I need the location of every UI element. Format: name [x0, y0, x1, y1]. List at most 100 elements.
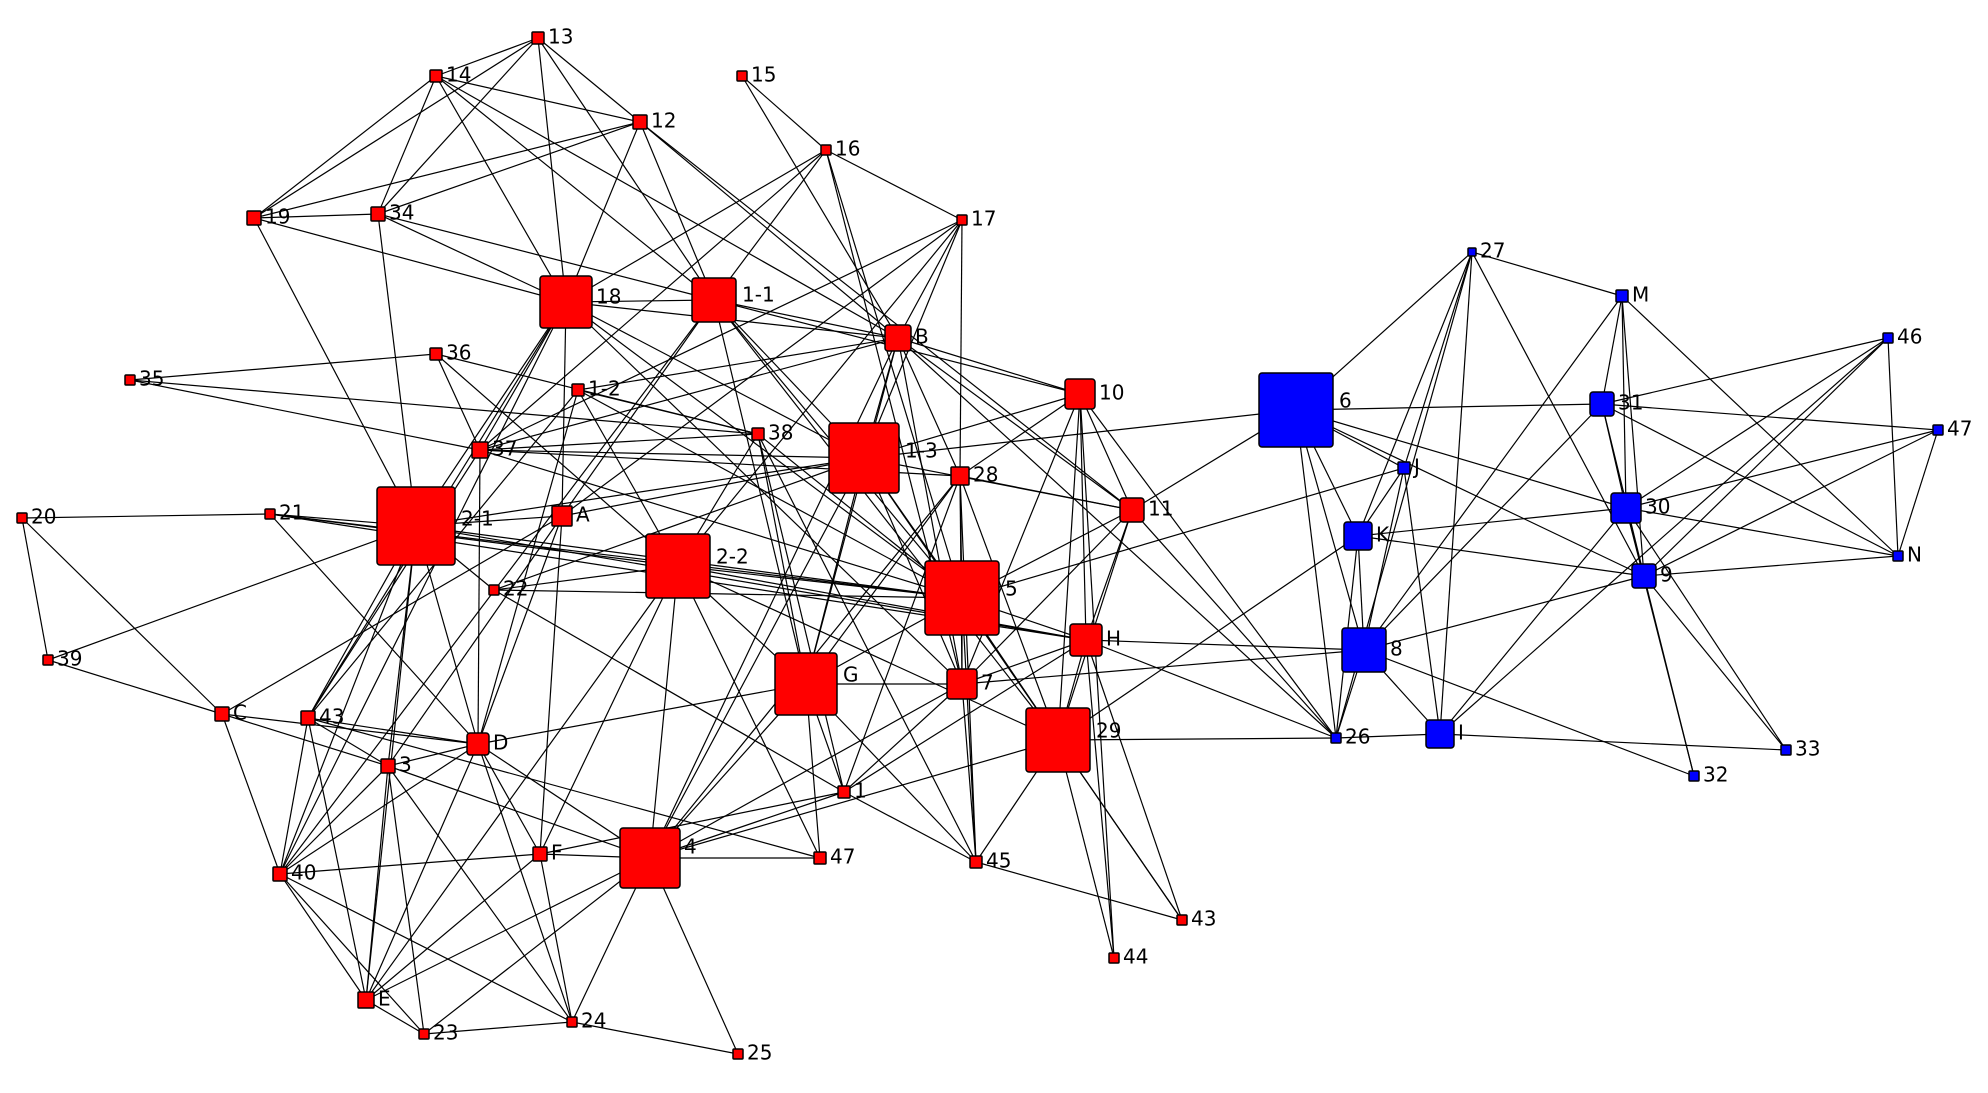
edge-1-45	[843, 791, 977, 863]
node-label-22: 22	[503, 577, 528, 601]
node-label-30: 30	[1645, 495, 1670, 519]
node-2-1	[376, 486, 456, 566]
node-label-J: J	[1412, 455, 1420, 479]
edge-15-B	[741, 75, 899, 339]
node-label-16: 16	[835, 137, 860, 161]
edge-29-44	[1057, 739, 1115, 959]
edge-16-37	[479, 149, 827, 451]
edge-1-3-6	[863, 409, 1297, 459]
edge-F-E	[365, 853, 541, 1001]
edge-12-19	[253, 121, 641, 219]
edge-M-8	[1363, 295, 1623, 651]
edge-3-40	[279, 765, 389, 875]
edge-18-40	[279, 301, 567, 875]
node-29	[1025, 707, 1091, 773]
edge-11-7	[961, 509, 1133, 685]
edge-13-19	[253, 37, 539, 219]
edge-38-1	[757, 433, 845, 793]
edge-9-8	[1363, 575, 1645, 651]
node-label-32: 32	[1703, 763, 1728, 787]
node-9	[1631, 563, 1657, 589]
node-38	[751, 427, 765, 441]
edge-43a-40	[279, 717, 309, 875]
edge-1-2-38	[577, 389, 759, 435]
edge-D-E	[365, 743, 479, 1001]
node-21	[264, 508, 276, 520]
edge-21-D	[269, 513, 479, 745]
edge-12-34	[377, 121, 641, 215]
node-43b	[1176, 914, 1188, 926]
edge-12-1-1	[639, 121, 715, 301]
edge-12-11	[639, 121, 1133, 511]
edge-5-J	[961, 467, 1405, 599]
node-label-27: 27	[1480, 239, 1505, 263]
edge-19-34	[253, 213, 379, 219]
edge-2-2-H	[677, 565, 1087, 641]
edge-17-1-3	[863, 219, 963, 459]
edge-9-33	[1643, 575, 1787, 751]
edge-47b-31	[1601, 403, 1939, 431]
edge-10-11	[1079, 393, 1133, 511]
edge-H-44	[1085, 639, 1115, 959]
edge-24-25	[571, 1021, 739, 1055]
node-N	[1892, 550, 1904, 562]
edge-6-26	[1295, 409, 1337, 739]
node-label-39: 39	[57, 647, 82, 671]
edge-11-26	[1131, 509, 1337, 739]
edge-10-26	[1079, 393, 1337, 739]
edge-47b-30	[1625, 429, 1939, 509]
node-label-2-1: 2-1	[461, 507, 494, 531]
edge-28-G	[805, 475, 961, 685]
node-43a	[300, 710, 316, 726]
node-12	[632, 114, 648, 130]
edge-6-9	[1295, 409, 1645, 577]
node-label-38: 38	[768, 421, 793, 445]
edge-layer	[21, 37, 1939, 1055]
edge-18-7	[565, 301, 963, 685]
edge-D-3	[387, 743, 479, 767]
edge-7-1	[843, 683, 963, 793]
edge-14-12	[435, 75, 641, 123]
node-label-21: 21	[279, 501, 304, 525]
node-label-36: 36	[446, 341, 471, 365]
edge-1-3-7	[863, 457, 963, 685]
node-23	[418, 1028, 430, 1040]
node-20	[16, 512, 28, 524]
edge-29-4	[649, 739, 1059, 859]
edge-20-39	[21, 517, 49, 661]
edge-H-8	[1085, 639, 1365, 651]
edge-27-J	[1403, 251, 1473, 469]
node-10	[1064, 378, 1096, 410]
node-5	[924, 560, 1000, 636]
node-44	[1108, 952, 1120, 964]
node-26	[1330, 732, 1342, 744]
edge-43a-E	[307, 717, 367, 1001]
edge-38-45	[757, 433, 977, 863]
edge-2-2-29	[677, 565, 1059, 741]
edge-J-8	[1363, 467, 1405, 651]
edge-43a-D	[307, 717, 479, 745]
edge-13-14	[435, 37, 539, 77]
node-label-20: 20	[31, 505, 56, 529]
edge-A-D	[477, 515, 563, 745]
node-label-44: 44	[1123, 945, 1148, 969]
edge-2-2-F	[539, 565, 679, 855]
node-label-23: 23	[433, 1021, 458, 1045]
edge-I-26	[1335, 733, 1441, 739]
edge-8-32	[1363, 649, 1695, 777]
edge-1-2-D	[477, 389, 579, 745]
edge-40-24	[279, 873, 573, 1023]
node-label-5: 5	[1005, 577, 1018, 601]
edge-46-N	[1887, 337, 1899, 557]
edge-1-3-2-1	[415, 457, 865, 527]
edge-10-H	[1079, 393, 1087, 641]
edge-H-43b	[1085, 639, 1183, 921]
edge-A-C	[221, 515, 563, 715]
node-label-9: 9	[1660, 563, 1673, 587]
edge-2-2-E	[365, 565, 679, 1001]
edge-16-18	[565, 149, 827, 303]
node-label-1-3: 1-3	[905, 439, 938, 463]
edge-5-22	[493, 589, 963, 599]
